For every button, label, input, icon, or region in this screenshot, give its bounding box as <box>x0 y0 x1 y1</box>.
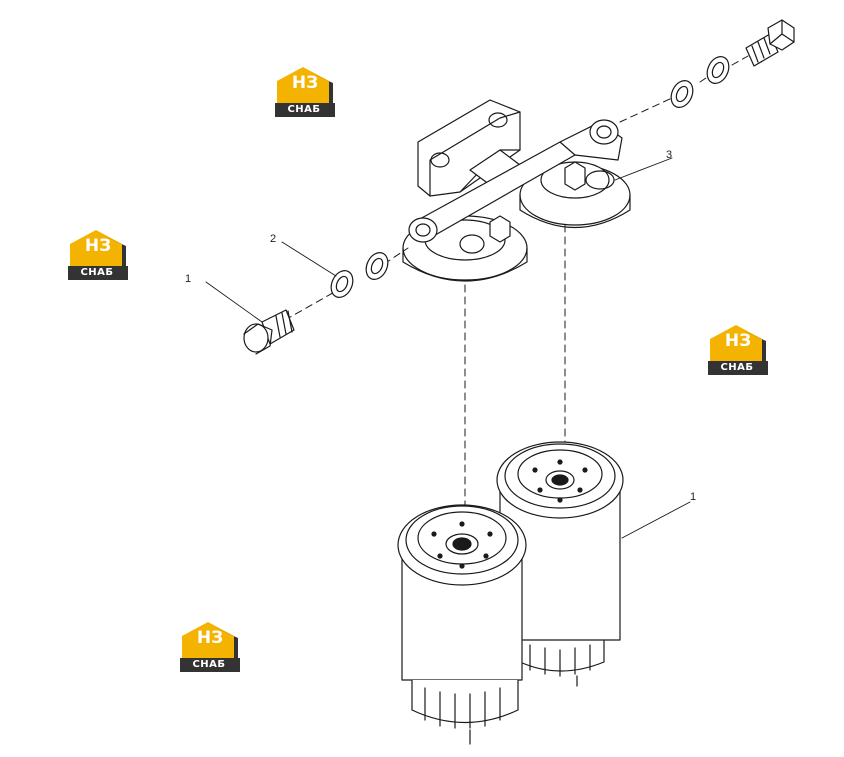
banjo-bolt-right <box>745 19 795 67</box>
sealing-washers-right <box>670 56 730 108</box>
callout-label: 3 <box>666 149 672 161</box>
watermark-logo: НЗ СНАБ <box>706 321 770 377</box>
filter-cartridge-right <box>496 441 624 687</box>
filter-cartridge-left <box>397 504 527 745</box>
watermark-logo-mark: НЗ <box>196 628 224 648</box>
right-filter-head <box>519 161 631 229</box>
callout-leaders <box>205 157 691 539</box>
watermark-logo-text: СНАБ <box>192 659 226 670</box>
sealing-washers-left <box>330 252 389 298</box>
crossover-tube <box>408 119 623 243</box>
watermark-logo: НЗ СНАБ <box>66 226 130 282</box>
filter-head-bracket <box>417 99 521 197</box>
watermark-logo: НЗ СНАБ <box>178 618 242 674</box>
watermark-logo-text: СНАБ <box>80 267 114 278</box>
watermark-logo: НЗ СНАБ <box>273 63 337 119</box>
watermark-logo-text: СНАБ <box>720 362 754 373</box>
callout-label: 1 <box>185 273 191 285</box>
watermark-logo-text: СНАБ <box>287 104 321 115</box>
watermark-logo-mark: НЗ <box>291 73 319 93</box>
watermark-logo-mark: НЗ <box>724 331 752 351</box>
banjo-bolt-left <box>243 309 295 355</box>
callout-label: 2 <box>270 233 276 245</box>
watermark-logo-mark: НЗ <box>84 236 112 256</box>
callout-label: 1 <box>690 491 696 503</box>
